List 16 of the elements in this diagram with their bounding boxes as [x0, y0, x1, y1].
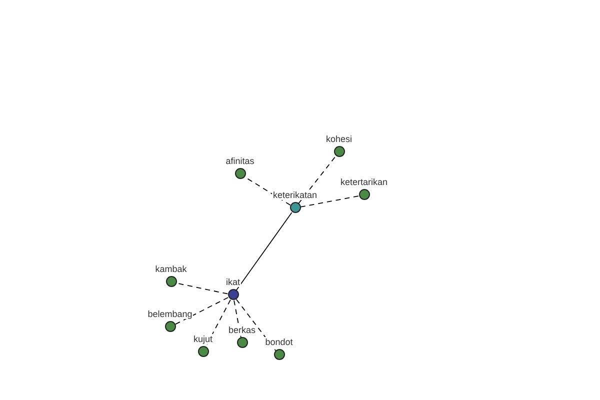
node-label: keterikatan	[272, 190, 318, 200]
dashed-line	[298, 156, 336, 204]
dashed-line	[236, 298, 276, 352]
node-label: berkas	[227, 324, 256, 334]
node-label: kohesi	[324, 134, 353, 144]
node-label: bondot	[264, 336, 294, 346]
node-label: afinitas	[224, 156, 256, 166]
dashed-line	[174, 297, 229, 325]
node-label: ketertarikan	[339, 176, 389, 186]
node-label: belembang	[146, 308, 194, 318]
node-label: kambak	[154, 264, 188, 274]
node-label: kujut	[192, 334, 214, 344]
line	[236, 212, 292, 291]
dashed-line	[176, 282, 228, 294]
dashed-line	[300, 196, 360, 208]
node-label: ikat	[224, 276, 241, 286]
